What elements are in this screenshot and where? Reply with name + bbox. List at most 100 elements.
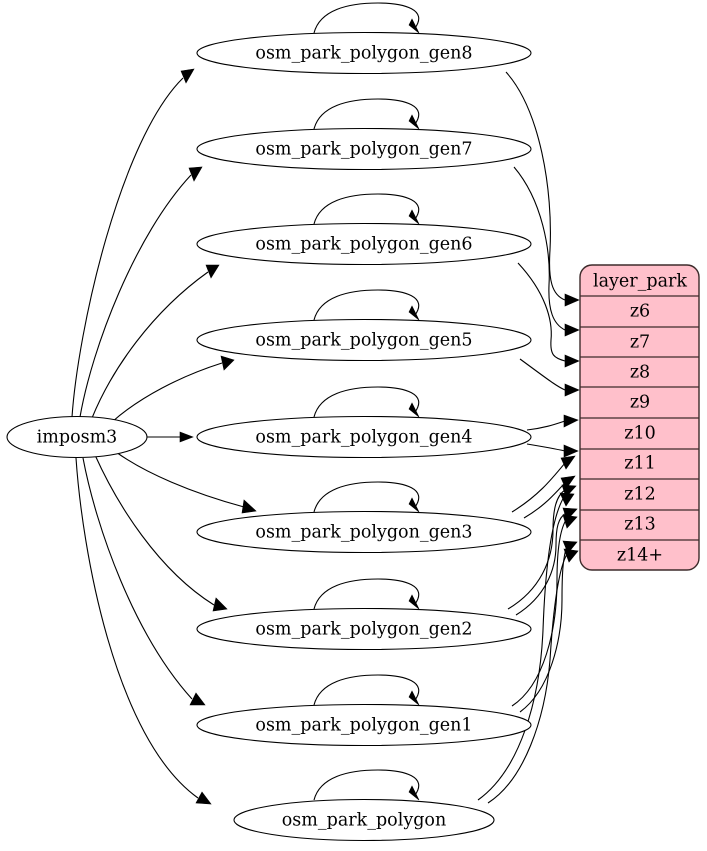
arrowhead-imposm3-gen6 (205, 264, 220, 279)
layer-park-row-z11[interactable]: z11 (624, 454, 656, 474)
self-loop-gen1 (313, 674, 420, 706)
self-loop-gen7 (313, 98, 420, 130)
arrowhead-self-loop-base (408, 785, 420, 801)
arrowhead-gen3-z11b (560, 455, 576, 470)
edge-imposm3-to-gen6 (91, 271, 209, 419)
edge-imposm3-to-gen2 (94, 454, 215, 606)
arrowhead-base-z12-long (559, 492, 575, 507)
gen6-ellipse[interactable] (196, 222, 532, 266)
edge-gen8-to-z6 (505, 71, 566, 301)
arrowhead-imposm3-gen7 (188, 166, 203, 182)
gen1-label: osm_park_polygon_gen1 (255, 716, 472, 736)
self-loop-gen3 (313, 481, 420, 513)
layer-park-row-z13[interactable]: z13 (624, 515, 656, 535)
edge-imposm3-to-gen1 (82, 457, 193, 700)
gen2-ellipse[interactable] (196, 607, 532, 651)
gen8-ellipse[interactable] (196, 31, 532, 75)
layer-park-record[interactable]: layer_park z6 z7 z8 z9 z10 z11 z12 z13 z… (579, 264, 700, 571)
arrowhead-gen5-z9 (564, 383, 580, 397)
gen4-label: osm_park_polygon_gen4 (255, 428, 472, 448)
node-gen3[interactable]: osm_park_polygon_gen3 (196, 510, 532, 554)
self-loop-gen2 (313, 578, 420, 610)
arrowhead-self-loop-gen1 (408, 690, 420, 706)
gen3-ellipse[interactable] (196, 510, 532, 554)
arrowhead-gen4-z11 (563, 444, 579, 458)
arrowhead-gen8-z6 (564, 293, 580, 307)
self-loop-gen8 (313, 2, 420, 34)
imposm3-ellipse[interactable] (6, 415, 148, 459)
arrowhead-gen1-z13b (562, 514, 578, 529)
arrowhead-self-loop-gen7 (408, 114, 420, 130)
self-loop-base (313, 769, 420, 801)
base-label: osm_park_polygon (282, 811, 446, 831)
layer-park-row-z9[interactable]: z9 (630, 393, 650, 413)
self-loop-gen4 (313, 386, 420, 418)
arrowhead-self-loop-gen8 (408, 18, 420, 34)
layer-park-row-z6[interactable]: z6 (630, 302, 650, 322)
arrowhead-imposm3-gen8 (180, 68, 195, 84)
arrowhead-imposm3-gen1 (189, 692, 206, 706)
arrowhead-imposm3-gen3 (241, 499, 257, 514)
arrowhead-self-loop-gen2 (408, 594, 420, 610)
arrowhead-gen3-z12 (560, 475, 576, 490)
node-gen8[interactable]: osm_park_polygon_gen8 (196, 31, 532, 75)
node-gen1[interactable]: osm_park_polygon_gen1 (196, 703, 532, 747)
base-ellipse[interactable] (233, 798, 495, 842)
arrowhead-gen6-z8 (564, 354, 580, 368)
edge-gen3-to-z11 (511, 462, 566, 513)
layer-park-row-z14[interactable]: z14+ (617, 546, 663, 566)
gen8-label: osm_park_polygon_gen8 (255, 44, 472, 64)
node-gen2[interactable]: osm_park_polygon_gen2 (196, 607, 532, 651)
edge-imposm3-to-gen7 (79, 174, 192, 418)
layer-park-row-z12[interactable]: z12 (624, 485, 656, 505)
arrowhead-self-loop-gen4 (408, 402, 420, 418)
imposm3-label: imposm3 (37, 428, 118, 448)
layer-park-row-z10[interactable]: z10 (624, 424, 656, 444)
edges-to-layer-park (477, 71, 580, 804)
gen5-ellipse[interactable] (196, 318, 532, 362)
edge-gen6-to-z8 (517, 262, 566, 362)
node-gen7[interactable]: osm_park_polygon_gen7 (196, 127, 532, 171)
edge-gen4-to-z10 (526, 420, 566, 431)
edge-base-to-z14 (487, 553, 568, 804)
arrowhead-gen4-z10 (563, 414, 579, 428)
node-gen6[interactable]: osm_park_polygon_gen6 (196, 222, 532, 266)
arrowhead-imposm3-base (195, 791, 212, 805)
arrowhead-imposm3-gen5 (220, 355, 235, 371)
gen4-ellipse[interactable] (196, 415, 532, 459)
gen3-label: osm_park_polygon_gen3 (255, 523, 472, 543)
edge-imposm3-to-base (75, 457, 199, 799)
layer-park-row-z8[interactable]: z8 (630, 363, 650, 383)
gen1-ellipse[interactable] (196, 703, 532, 747)
gen7-ellipse[interactable] (196, 127, 532, 171)
arrowhead-self-loop-gen5 (408, 305, 420, 321)
arrowhead-gen7-z7 (564, 323, 580, 337)
edges-from-imposm3 (71, 68, 257, 805)
edge-gen3-to-z12 (523, 482, 566, 519)
edge-gen5-to-z9 (519, 358, 566, 391)
gen6-label: osm_park_polygon_gen6 (255, 235, 472, 255)
edge-gen7-to-z7 (513, 166, 566, 331)
edge-gen2-to-z13 (515, 512, 567, 616)
edge-gen4-to-z11 (526, 443, 566, 452)
node-imposm3[interactable]: imposm3 (6, 415, 148, 459)
self-loop-gen5 (313, 289, 420, 321)
gen7-label: osm_park_polygon_gen7 (255, 140, 472, 160)
edge-imposm3-to-gen8 (71, 77, 184, 418)
arrowhead-imposm3-gen4 (179, 431, 194, 443)
node-gen4[interactable]: osm_park_polygon_gen4 (196, 415, 532, 459)
edge-base-to-z12-long (477, 496, 565, 801)
edge-imposm3-to-gen5 (111, 362, 223, 423)
arrowhead-imposm3-gen2 (212, 597, 228, 612)
gen2-label: osm_park_polygon_gen2 (255, 620, 472, 640)
arrowhead-base-z14 (563, 548, 579, 563)
node-base[interactable]: osm_park_polygon (233, 798, 495, 842)
arrowhead-gen1-z14 (562, 540, 578, 554)
arrowhead-self-loop-gen3 (408, 497, 420, 513)
node-gen5[interactable]: osm_park_polygon_gen5 (196, 318, 532, 362)
gen5-label: osm_park_polygon_gen5 (255, 331, 472, 351)
layer-park-title: layer_park (593, 272, 687, 292)
edge-gen1-to-z13 (511, 519, 567, 707)
layer-park-row-z7[interactable]: z7 (630, 333, 650, 353)
